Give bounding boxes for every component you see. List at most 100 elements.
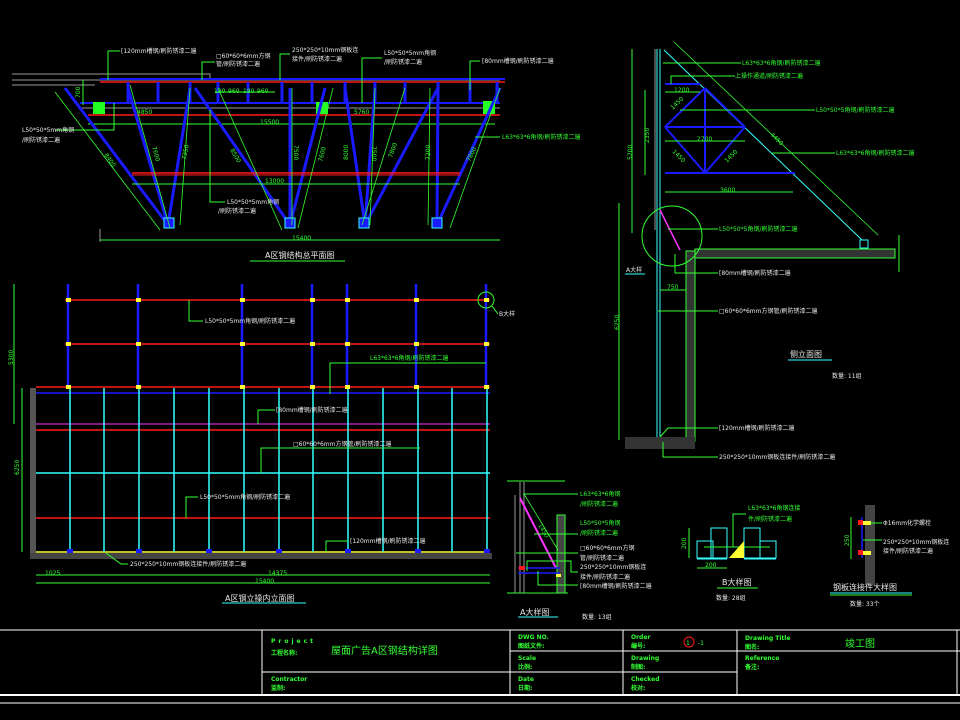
truss-member	[704, 126, 746, 174]
label-angle50-left-b: /刷防锈漆二遍	[22, 136, 60, 144]
drawing-en: Drawing	[631, 655, 659, 662]
dim-diag: 7350	[181, 144, 191, 160]
leader	[329, 362, 486, 394]
title-en: Drawing Title	[745, 635, 790, 642]
dim-diag: 7600	[317, 146, 328, 163]
scale-cn: 比例:	[518, 663, 532, 671]
dim-leader	[449, 87, 501, 229]
weld	[729, 541, 744, 558]
label-l1a: L63*63*6角钢	[580, 490, 620, 498]
title-block: Project 工程名称: 屋面广告A区钢结构详图 Contractor 监制:…	[0, 629, 960, 704]
diagonal-brace	[363, 87, 377, 226]
callout-circle-a	[641, 205, 703, 267]
leader	[188, 300, 203, 322]
connector	[240, 385, 245, 389]
wall-hatch	[556, 514, 566, 594]
callout-leader	[491, 305, 499, 315]
bolt	[863, 521, 871, 525]
label-plate-a: 250*250*10mm钢板连	[292, 46, 358, 54]
roof-slab	[694, 248, 896, 259]
dim-2350: 2350	[644, 128, 651, 143]
leader-channel80	[469, 60, 480, 90]
dim-w200: 200	[705, 562, 717, 569]
connector	[414, 298, 419, 302]
elevation-title: A区钢立操内立面图	[225, 593, 294, 603]
dim-leader	[369, 87, 376, 226]
side-title: 侧立面图	[790, 349, 822, 359]
dim-700: 700	[75, 86, 82, 98]
connector	[345, 342, 350, 346]
connector	[484, 298, 489, 302]
label-l4a: 250*250*10mm钢板连	[580, 563, 646, 571]
leader	[732, 513, 746, 547]
project-en: Project	[271, 638, 316, 645]
base-plates	[67, 549, 490, 553]
truss-member	[664, 126, 706, 174]
dim-diag: 7500	[370, 146, 377, 161]
dim-960: 960	[257, 88, 269, 95]
wall-hatch	[30, 388, 36, 553]
leader	[260, 447, 420, 473]
order-circle	[683, 636, 695, 648]
connector	[310, 385, 315, 389]
side-quantity: 数量: 11组	[832, 372, 862, 380]
connector	[136, 298, 141, 302]
connector	[484, 342, 489, 346]
dim-leader	[361, 87, 406, 226]
diagonal-brace	[435, 87, 502, 226]
order-cn: 编号:	[631, 642, 645, 650]
dim-diag: 7800	[387, 142, 399, 159]
contractor-en: Contractor	[271, 676, 307, 683]
dim-leader	[129, 84, 171, 229]
label-channel80: [80mm槽钢/刷防锈漆二遍	[719, 269, 791, 277]
label-angle50-bottom-b: /刷防锈漆二遍	[218, 207, 256, 215]
leader	[325, 540, 348, 552]
floor-hatch	[30, 553, 492, 559]
project-name: 屋面广告A区钢结构详图	[331, 644, 438, 657]
dim-3600: 3600	[720, 187, 735, 194]
label-platform: 上操作通道/刷防锈漆二遍	[735, 72, 803, 80]
dim-960: 960	[228, 88, 240, 95]
dim-1025: 1025	[45, 570, 60, 577]
parapet-wall	[685, 250, 696, 442]
order-en: Order	[631, 634, 650, 641]
reference-cn: 备注:	[744, 663, 759, 671]
hypotenuse	[663, 49, 863, 241]
dim-h250: 250	[844, 534, 851, 546]
connectors	[66, 298, 489, 389]
diagonal-brace	[288, 87, 327, 226]
brace-magenta	[659, 209, 681, 251]
leader	[185, 496, 198, 518]
dim-13000: 13000	[265, 178, 284, 185]
leader	[537, 571, 578, 586]
label-angle63: L63*63*6角钢/刷防锈漆二遍	[370, 354, 448, 362]
base-plate	[276, 549, 282, 553]
title-value: 竣工图	[845, 637, 875, 650]
angle-part	[696, 540, 714, 559]
connector	[66, 342, 71, 346]
order-suffix: -1	[698, 640, 704, 647]
label-channel120: [120mm槽钢/刷防锈漆二遍	[350, 537, 426, 545]
label-angle63: L63*63*6角钢/刷防锈漆二遍	[502, 133, 580, 141]
dim-5300: 5300	[8, 350, 15, 365]
brace-magenta	[519, 497, 557, 569]
label-l3a: □60*60*6mm方钢	[580, 544, 634, 552]
callout-a: A大样	[626, 266, 642, 274]
checked-cn: 校对:	[631, 684, 645, 692]
base-plate	[136, 549, 142, 553]
label-angle50-low: L50*50*5角钢/刷防锈漆二遍	[719, 225, 797, 233]
dim-leader	[523, 493, 559, 551]
bolt-head	[858, 520, 863, 525]
dim-750: 750	[667, 284, 679, 291]
leader	[105, 552, 128, 565]
date-en: Date	[518, 676, 534, 683]
dim-diag: 7200	[425, 145, 432, 160]
label-l3b: 管/刷防锈漆二遍	[580, 554, 624, 562]
label-tube-b: 管/刷防锈漆二遍	[216, 60, 260, 68]
leader-angle50-bottom	[209, 110, 225, 203]
checked-en: Checked	[631, 676, 660, 683]
dim-2700: 2700	[697, 136, 712, 143]
label-bolt: Φ16mm化学螺栓	[883, 519, 931, 527]
dwg-no-en: DWG NO.	[518, 634, 549, 641]
label-angle50-a: L50*50*5mm角钢	[384, 49, 436, 57]
